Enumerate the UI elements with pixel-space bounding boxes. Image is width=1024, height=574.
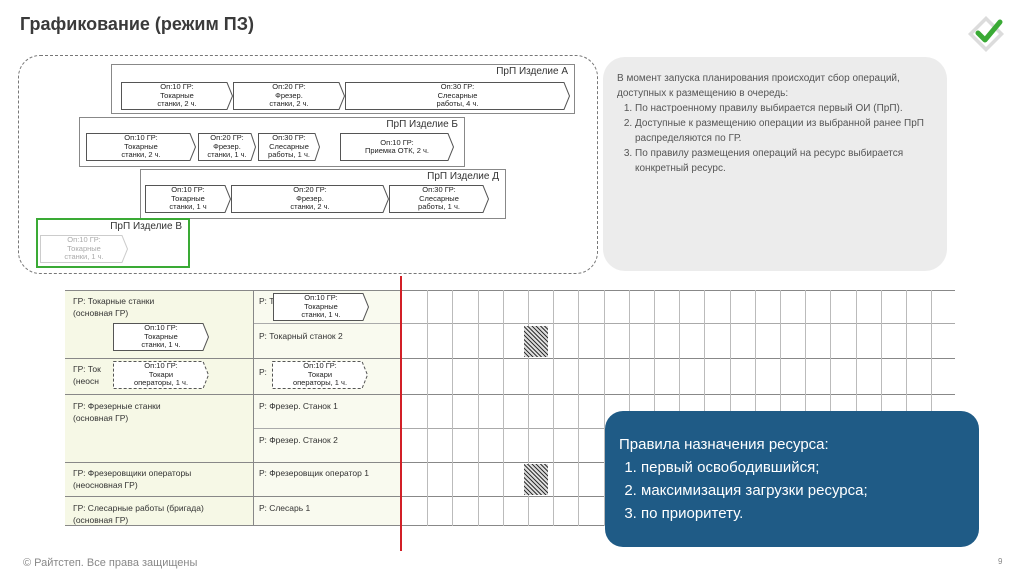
queue-area <box>18 55 598 274</box>
grid-column-line <box>780 290 781 526</box>
grid-column-line <box>604 290 605 526</box>
operation-card[interactable]: Оп:20 ГР: Фрезер. станки, 1 ч. <box>198 133 257 161</box>
rules-panel: Правила назначения ресурса: первый освоб… <box>605 411 979 547</box>
grid-column-line <box>452 290 453 526</box>
notes-intro: В момент запуска планирования происходит… <box>617 73 900 99</box>
operation-card[interactable]: Оп:10 ГР: Токарные станки, 2 ч. <box>121 82 234 110</box>
operation-card[interactable]: Оп:10 ГР: Токари операторы, 1 ч. <box>272 361 369 389</box>
grid-column-line <box>578 290 579 526</box>
prp-group-v-label: ПрП Изделие В <box>110 221 182 232</box>
resource-label: Р: Фрезер. Станок 2 <box>259 435 338 445</box>
checkmark-logo-icon <box>968 16 1004 52</box>
notes-list: По настроенному правилу выбирается первы… <box>617 101 935 176</box>
page-title: Графикование (режим ПЗ) <box>20 14 255 34</box>
operation-card[interactable]: Оп:30 ГР: Слесарные работы, 4 ч. <box>345 82 571 110</box>
operation-card[interactable]: Оп:20 ГР: Фрезер. станки, 2 ч. <box>233 82 346 110</box>
resource-group-label: ГР: Слесарные работы (бригада) (основная… <box>73 503 204 525</box>
notes-item: По правилу размещения операций на ресурс… <box>635 146 935 176</box>
operation-card[interactable]: Оп:10 ГР: Токарные станки, 1 ч. <box>40 235 129 263</box>
resource-label: Р: <box>259 367 267 377</box>
operation-card[interactable]: Оп:10 ГР: Токарные станки, 2 ч. <box>86 133 197 161</box>
grid-column-line <box>503 290 504 526</box>
resource-group-label: ГР: Фрезерные станки (основная ГР) <box>73 401 161 423</box>
grid-column-line <box>805 290 806 526</box>
prp-group-a-label: ПрП Изделие А <box>496 66 568 77</box>
grid-column-line <box>856 290 857 526</box>
notes-item: По настроенному правилу выбирается первы… <box>635 101 935 116</box>
grid-column-line <box>427 290 428 526</box>
notes-item: Доступные к размещению операции из выбра… <box>635 116 935 146</box>
rules-item: первый освободившийся; <box>641 456 965 479</box>
grid-column-line <box>478 290 479 526</box>
rules-list: первый освободившийся; максимизация загр… <box>619 456 965 525</box>
grid-column-line <box>881 290 882 526</box>
grid-column-line <box>730 290 731 526</box>
grid-column-line <box>830 290 831 526</box>
resource-label: Р: Токарный станок 2 <box>259 331 343 341</box>
operation-card[interactable]: Оп:10 ГР: Токарные станки, 1 ч <box>145 185 232 213</box>
grid-column-line <box>931 290 932 526</box>
prp-group-d-label: ПрП Изделие Д <box>427 171 499 182</box>
resource-group-label: ГР: Фрезеровщики операторы (неосновная Г… <box>73 468 192 490</box>
operation-card[interactable]: Оп:10 ГР: Приемка ОТК, 2 ч. <box>340 133 455 161</box>
prp-group-b-label: ПрП Изделие Б <box>386 119 458 130</box>
resource-group-label: ГР: Токарные станки (основная ГР) <box>73 296 155 318</box>
operation-card[interactable]: Оп:30 ГР: Слесарные работы, 1 ч. <box>389 185 490 213</box>
page-number: 9 <box>998 557 1003 566</box>
grid-column-line <box>755 290 756 526</box>
resource-label: Р: Т <box>259 296 275 306</box>
grid-column-line <box>528 290 529 526</box>
current-time-line <box>400 276 402 551</box>
grid-column-line <box>629 290 630 526</box>
grid-column-line <box>704 290 705 526</box>
notes-panel: В момент запуска планирования происходит… <box>603 57 947 271</box>
grid-column-line <box>679 290 680 526</box>
grid-column-line <box>906 290 907 526</box>
operation-card[interactable]: Оп:30 ГР: Слесарные работы, 1 ч. <box>258 133 321 161</box>
rules-item: по приоритету. <box>641 502 965 525</box>
footer-copyright: © Райтстеп. Все права защищены <box>23 557 198 569</box>
resource-label: Р: Фрезер. Станок 1 <box>259 401 338 411</box>
busy-slot <box>524 464 548 495</box>
resource-label: Р: Фрезеровщик оператор 1 <box>259 468 369 478</box>
resource-group-label: ГР: Ток (неосн <box>73 364 101 386</box>
grid-column-line <box>654 290 655 526</box>
busy-slot <box>524 326 548 357</box>
rules-title: Правила назначения ресурса: <box>619 436 829 453</box>
operation-card[interactable]: Оп:20 ГР: Фрезер. станки, 2 ч. <box>231 185 390 213</box>
operation-card[interactable]: Оп:10 ГР: Токари операторы, 1 ч. <box>113 361 210 389</box>
resource-label: Р: Слесарь 1 <box>259 503 311 513</box>
operation-card[interactable]: Оп:10 ГР: Токарные станки, 1 ч. <box>113 323 210 351</box>
operation-card[interactable]: Оп:10 ГР: Токарные станки, 1 ч. <box>273 293 370 321</box>
grid-column-line <box>553 290 554 526</box>
rules-item: максимизация загрузки ресурса; <box>641 479 965 502</box>
